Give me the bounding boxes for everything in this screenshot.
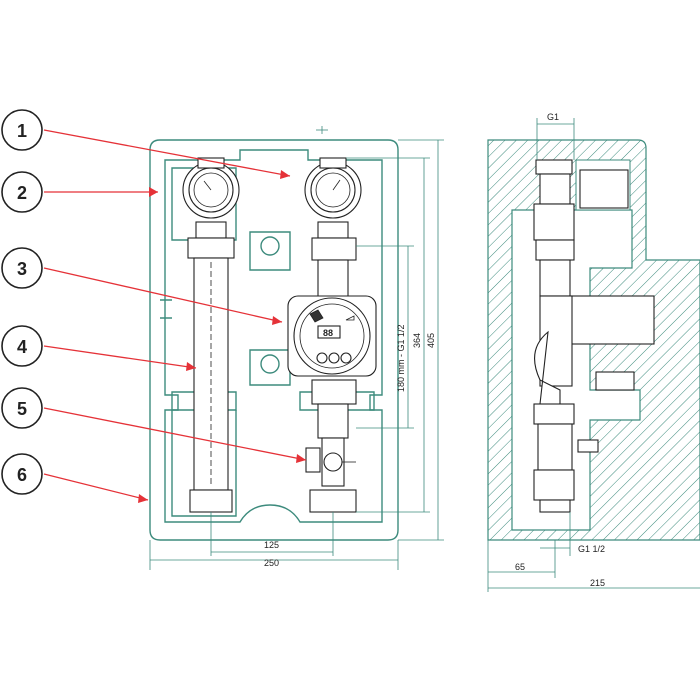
callout-3-label: 3 bbox=[17, 259, 27, 279]
callout-5: 5 bbox=[1, 387, 43, 429]
return-pipe bbox=[182, 157, 240, 513]
callout-1-label: 1 bbox=[17, 121, 27, 141]
front-insulation-shell bbox=[149, 139, 399, 541]
callout-5-label: 5 bbox=[17, 399, 27, 419]
callout-3: 3 bbox=[1, 247, 43, 289]
dim-height-405: 405 bbox=[426, 333, 436, 348]
side-dim-65: 65 bbox=[515, 562, 525, 572]
side-dim-215: 215 bbox=[590, 578, 605, 588]
callout-4: 4 bbox=[1, 325, 43, 367]
side-dim-g1-top: G1 bbox=[547, 112, 559, 122]
callout-leaders bbox=[43, 129, 307, 503]
dim-width-125: 125 bbox=[264, 540, 279, 550]
callout-4-label: 4 bbox=[17, 337, 27, 357]
circulation-pump: 88 bbox=[287, 295, 377, 377]
dim-height-364: 364 bbox=[412, 333, 422, 348]
front-dimensions: 250 125 405 364 180 mm - G1 1/2 bbox=[149, 126, 444, 570]
dim-width-250: 250 bbox=[264, 558, 279, 568]
pump-display-digits: 88 bbox=[323, 328, 333, 338]
flow-pipe bbox=[304, 157, 362, 513]
side-dim-g1-half: G1 1/2 bbox=[578, 544, 605, 554]
callout-2-label: 2 bbox=[17, 183, 27, 203]
dim-center-distance: 180 mm - G1 1/2 bbox=[396, 324, 406, 392]
callout-2: 2 bbox=[1, 171, 43, 213]
side-view: G1 G1 1/2 65 215 bbox=[487, 112, 700, 592]
callout-6: 6 bbox=[1, 453, 43, 495]
callout-1: 1 bbox=[1, 109, 43, 151]
callout-6-label: 6 bbox=[17, 465, 27, 485]
